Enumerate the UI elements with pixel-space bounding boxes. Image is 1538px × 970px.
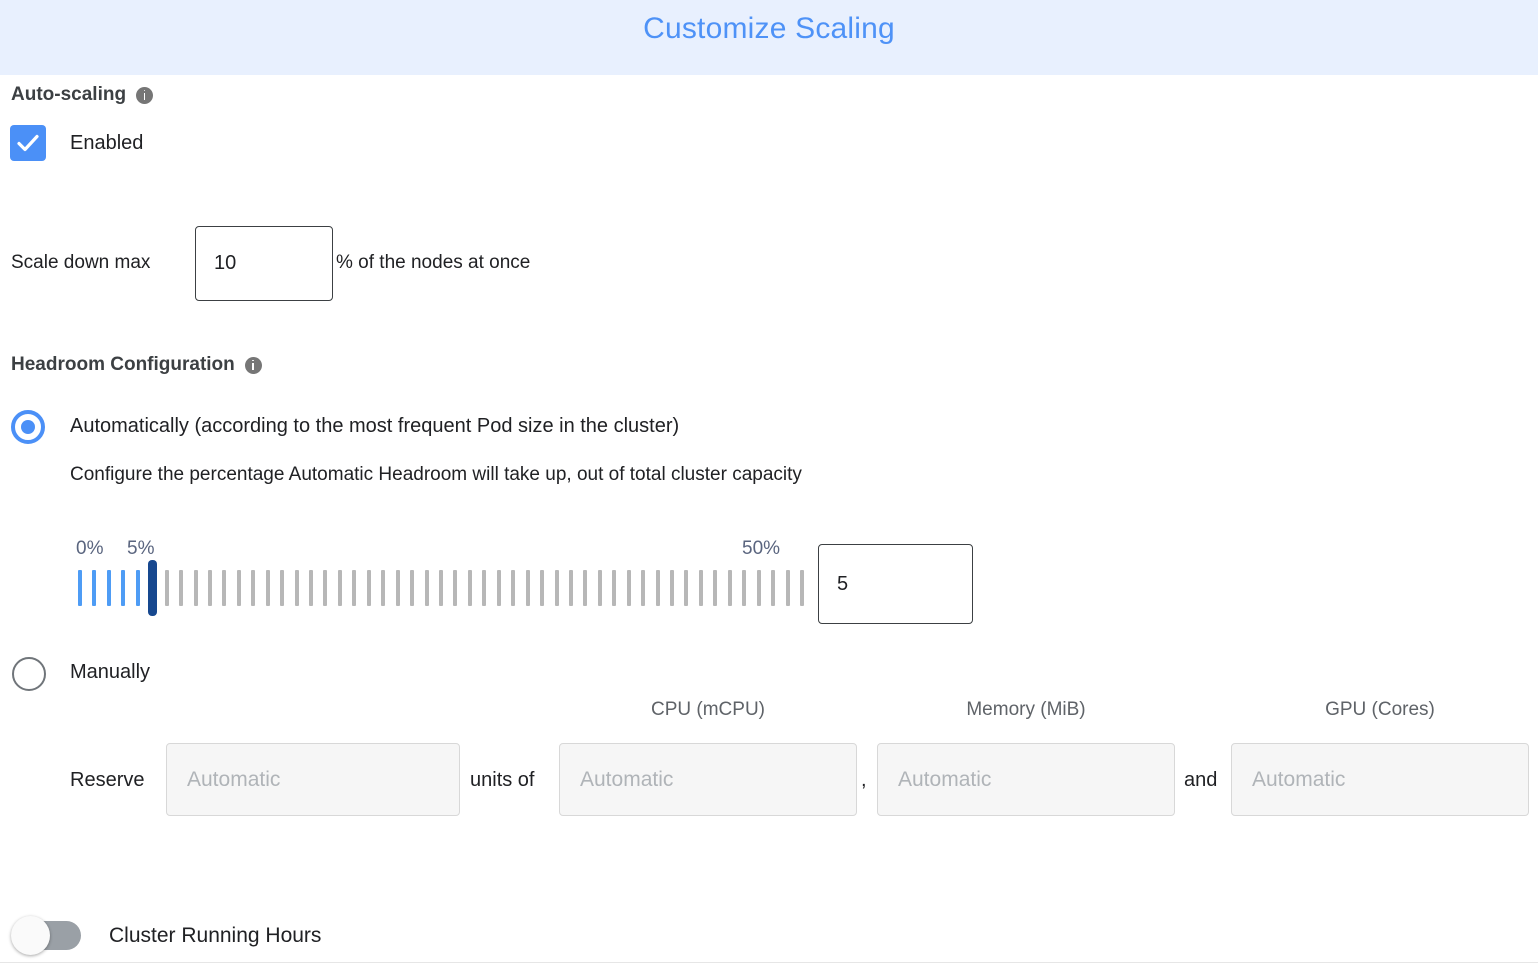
- reserve-label: Reserve: [70, 769, 145, 791]
- slider-tick: [121, 570, 126, 606]
- headroom-configuration-heading-label: Headroom Configuration: [11, 354, 235, 375]
- slider-tick: [92, 570, 97, 606]
- scale-down-max-label: Scale down max: [11, 252, 151, 273]
- slider-tick: [670, 570, 675, 606]
- scale-down-max-input[interactable]: [195, 226, 333, 301]
- info-icon[interactable]: [244, 356, 262, 374]
- slider-tick: [193, 570, 198, 606]
- headroom-option-manual-label: Manually: [70, 661, 151, 683]
- check-icon: [17, 134, 39, 152]
- slider-tick: [294, 570, 299, 606]
- slider-tick: [337, 570, 342, 606]
- headroom-percentage-slider[interactable]: [78, 560, 804, 616]
- slider-tick: [540, 570, 545, 606]
- slider-tick: [482, 570, 487, 606]
- cluster-running-hours-label: Cluster Running Hours: [109, 923, 322, 947]
- headroom-configuration-heading: Headroom Configuration: [11, 354, 262, 376]
- slider-tick: [511, 570, 516, 606]
- headroom-option-automatic-description: Configure the percentage Automatic Headr…: [70, 464, 802, 485]
- toggle-knob: [11, 916, 50, 955]
- cluster-running-hours-row[interactable]: Cluster Running Hours: [11, 916, 322, 955]
- auto-scaling-enabled-checkbox[interactable]: [10, 125, 46, 161]
- column-header-cpu: CPU (mCPU): [651, 699, 765, 720]
- bottom-divider: [0, 962, 1538, 963]
- slider-tick: [381, 570, 386, 606]
- slider-tick: [323, 570, 328, 606]
- slider-tick: [309, 570, 314, 606]
- slider-tick: [698, 570, 703, 606]
- slider-tick: [684, 570, 689, 606]
- reserve-memory-input[interactable]: [877, 743, 1175, 816]
- reserve-cpu-input[interactable]: [559, 743, 857, 816]
- slider-tick: [612, 570, 617, 606]
- slider-tick: [222, 570, 227, 606]
- slider-value-label: 5%: [127, 538, 155, 559]
- reserve-units-input[interactable]: [166, 743, 460, 816]
- slider-tick: [626, 570, 631, 606]
- headroom-option-manual-radio[interactable]: [12, 657, 46, 691]
- slider-tick: [525, 570, 530, 606]
- slider-tick: [106, 570, 111, 606]
- slider-tick: [785, 570, 790, 606]
- headroom-percentage-input[interactable]: [818, 544, 973, 624]
- slider-tick: [771, 570, 776, 606]
- auto-scaling-heading: Auto-scaling: [11, 84, 154, 106]
- page-title: Customize Scaling: [643, 12, 895, 45]
- slider-tick: [251, 570, 256, 606]
- slider-tick: [135, 570, 140, 606]
- slider-tick: [179, 570, 184, 606]
- comma-separator: ,: [861, 769, 867, 791]
- slider-tick: [583, 570, 588, 606]
- auto-scaling-enabled-label: Enabled: [70, 131, 144, 154]
- slider-tick: [280, 570, 285, 606]
- slider-tick: [207, 570, 212, 606]
- slider-tick: [78, 570, 82, 606]
- slider-tick: [641, 570, 646, 606]
- slider-tick: [453, 570, 458, 606]
- slider-tick: [568, 570, 573, 606]
- slider-max-label: 50%: [742, 538, 781, 559]
- slider-tick: [352, 570, 357, 606]
- slider-tick: [366, 570, 371, 606]
- cluster-running-hours-toggle[interactable]: [11, 916, 81, 955]
- and-separator: and: [1184, 769, 1218, 791]
- auto-scaling-heading-label: Auto-scaling: [11, 84, 127, 105]
- header-band: [0, 0, 1538, 75]
- column-header-memory: Memory (MiB): [966, 699, 1086, 720]
- slider-tick: [439, 570, 443, 606]
- slider-tick: [713, 570, 718, 606]
- auto-scaling-enabled-row[interactable]: Enabled: [10, 125, 143, 161]
- slider-tick: [164, 570, 169, 606]
- scale-down-max-suffix: % of the nodes at once: [336, 252, 531, 273]
- info-icon[interactable]: [136, 86, 154, 104]
- column-header-gpu: GPU (Cores): [1325, 699, 1435, 720]
- headroom-option-automatic-label: Automatically (according to the most fre…: [70, 415, 680, 437]
- slider-tick: [467, 570, 472, 606]
- slider-thumb[interactable]: [147, 560, 157, 616]
- slider-tick: [554, 570, 559, 606]
- slider-tick: [496, 570, 501, 606]
- slider-tick: [424, 570, 429, 606]
- slider-tick: [800, 570, 804, 606]
- slider-tick: [655, 570, 660, 606]
- slider-tick: [265, 570, 270, 606]
- slider-tick: [597, 570, 602, 606]
- slider-tick: [742, 570, 747, 606]
- slider-tick: [756, 570, 761, 606]
- slider-tick: [236, 570, 241, 606]
- slider-tick: [727, 570, 732, 606]
- headroom-option-automatic-radio[interactable]: [11, 410, 45, 444]
- reserve-gpu-input[interactable]: [1231, 743, 1529, 816]
- slider-min-label: 0%: [76, 538, 104, 559]
- units-of-label: units of: [470, 769, 535, 791]
- slider-tick: [395, 570, 400, 606]
- slider-tick: [410, 570, 415, 606]
